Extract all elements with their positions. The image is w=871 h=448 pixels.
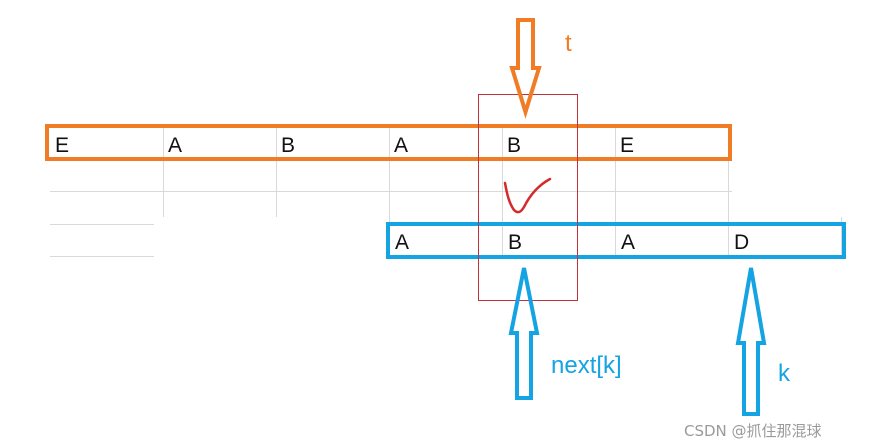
grid-vline-1 [163, 127, 164, 217]
top-cell-4: A [394, 134, 409, 157]
grid-vline-2 [276, 127, 277, 217]
top-row-frame [45, 124, 732, 161]
k-up-arrow-icon [735, 267, 767, 416]
top-cell-3: B [281, 134, 296, 157]
grid-hline-3 [50, 256, 154, 257]
top-cell-6: E [620, 134, 635, 157]
grid-vline-3 [389, 127, 390, 257]
next-k-label: next[k] [551, 352, 622, 379]
bottom-row-frame [386, 222, 846, 259]
watermark: CSDN @抓住那混球 [684, 422, 822, 440]
bottom-cell-4: D [734, 231, 750, 254]
checkmark-icon [503, 177, 552, 214]
top-cell-5: B [507, 134, 522, 157]
grid-hline-2 [50, 224, 154, 225]
grid-vline-7 [841, 217, 842, 259]
top-cell-2: A [168, 134, 183, 157]
bottom-cell-2: B [508, 231, 523, 254]
t-down-arrow-icon [509, 18, 542, 119]
k-label: k [778, 360, 790, 387]
grid-hline-1 [50, 191, 732, 192]
grid-vline-4 [502, 127, 503, 257]
grid-vline-5 [615, 127, 616, 257]
match-column-highlight [478, 94, 578, 301]
next-k-up-arrow-icon [508, 267, 540, 400]
top-cell-1: E [55, 134, 70, 157]
grid-vline-6 [728, 127, 729, 257]
bottom-cell-3: A [621, 231, 636, 254]
t-label: t [565, 30, 572, 57]
bottom-cell-1: A [395, 231, 410, 254]
